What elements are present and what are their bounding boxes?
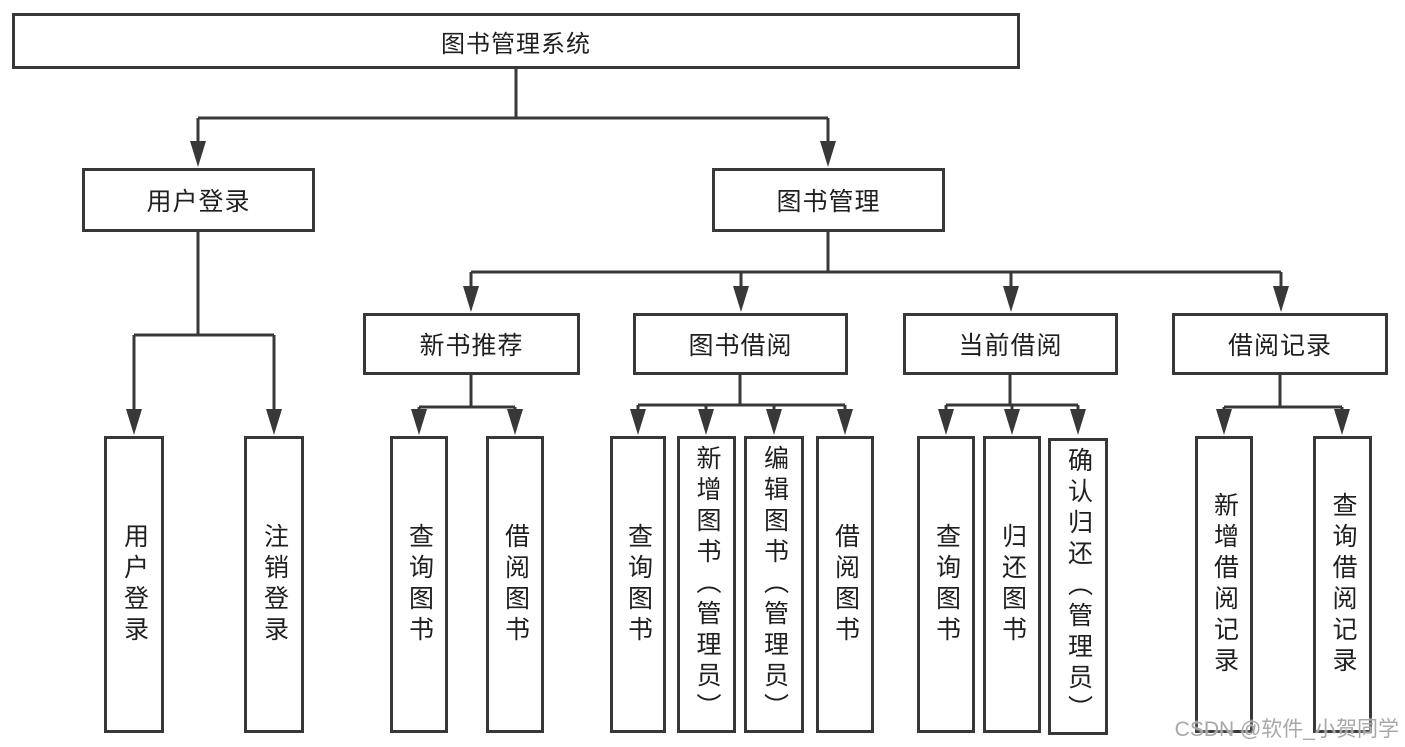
node-label: 归还图书 — [998, 522, 1027, 647]
node-label: 图书借阅 — [688, 332, 793, 360]
leaf-add-book-admin: 新增图书（管理员） — [677, 436, 736, 733]
connector-book-borrow-group — [636, 375, 847, 418]
arrowhead — [733, 286, 749, 312]
node-label: 新书推荐 — [419, 332, 524, 360]
node-label: 用户登录 — [146, 188, 251, 216]
arrowhead — [126, 409, 142, 435]
node-label: 图书管理 — [776, 188, 881, 216]
leaf-borrow-books-1: 借阅图书 — [486, 436, 544, 733]
arrowhead — [507, 409, 523, 435]
leaf-borrow-books-2: 借阅图书 — [816, 436, 874, 733]
node-book-borrowing: 图书借阅 — [633, 313, 848, 375]
leaf-edit-book-admin: 编辑图书（管理员） — [744, 436, 804, 733]
leaf-query-borrow-record: 查询借阅记录 — [1313, 436, 1372, 733]
node-label: 注销登录 — [260, 522, 289, 647]
arrowhead — [630, 409, 646, 435]
arrowhead — [1334, 409, 1350, 435]
node-label: 新增借阅记录 — [1210, 491, 1239, 678]
node-book-management: 图书管理 — [712, 168, 945, 232]
leaf-return-book: 归还图书 — [983, 436, 1041, 733]
arrowhead — [266, 409, 282, 435]
arrowhead — [411, 409, 427, 435]
arrowhead — [1004, 409, 1020, 435]
node-label: 编辑图书（管理员） — [760, 445, 789, 724]
arrowhead — [1070, 409, 1086, 435]
connector-book-mgmt-to-row3 — [469, 232, 1283, 296]
arrowhead — [698, 409, 714, 435]
node-label: 确认归还（管理员） — [1064, 447, 1093, 726]
leaf-query-books-2: 查询图书 — [610, 436, 666, 733]
leaf-logout: 注销登录 — [244, 436, 304, 733]
connector-new-book-group — [417, 375, 517, 418]
connector-root-to-level2 — [196, 69, 830, 150]
arrowhead — [1273, 286, 1289, 312]
csdn-watermark: CSDN @软件_小贺同学 — [1174, 718, 1399, 741]
leaf-query-books-3: 查询图书 — [917, 436, 975, 733]
node-borrowing-records: 借阅记录 — [1172, 313, 1388, 375]
node-library-management-system: 图书管理系统 — [12, 13, 1020, 69]
leaf-query-books-1: 查询图书 — [390, 436, 448, 733]
arrowhead — [463, 286, 479, 312]
arrowhead — [1216, 409, 1232, 435]
node-new-book-recommend: 新书推荐 — [363, 313, 580, 375]
arrowhead — [820, 141, 836, 167]
node-label: 借阅图书 — [831, 522, 860, 647]
node-label: 查询图书 — [932, 522, 961, 647]
node-current-borrowing: 当前借阅 — [903, 313, 1118, 375]
node-label: 用户登录 — [120, 522, 149, 647]
node-label: 图书管理系统 — [441, 30, 591, 58]
node-label: 查询图书 — [405, 522, 434, 647]
connector-user-login-group — [132, 232, 276, 418]
node-label: 当前借阅 — [958, 332, 1063, 360]
leaf-confirm-return-admin: 确认归还（管理员） — [1048, 438, 1108, 735]
arrowhead — [938, 409, 954, 435]
leaf-user-login: 用户登录 — [104, 436, 164, 733]
node-label: 新增图书（管理员） — [693, 445, 721, 724]
node-label: 借阅图书 — [501, 522, 530, 647]
arrowhead — [837, 409, 853, 435]
node-user-login: 用户登录 — [82, 168, 315, 232]
arrowhead — [190, 141, 206, 167]
node-label: 查询图书 — [624, 522, 653, 647]
node-label: 查询借阅记录 — [1329, 491, 1357, 678]
arrowhead — [766, 409, 782, 435]
node-label: 借阅记录 — [1227, 332, 1332, 360]
arrowhead — [1003, 286, 1019, 312]
leaf-add-borrow-record: 新增借阅记录 — [1195, 436, 1253, 733]
connector-borrow-records-group — [1222, 375, 1344, 418]
